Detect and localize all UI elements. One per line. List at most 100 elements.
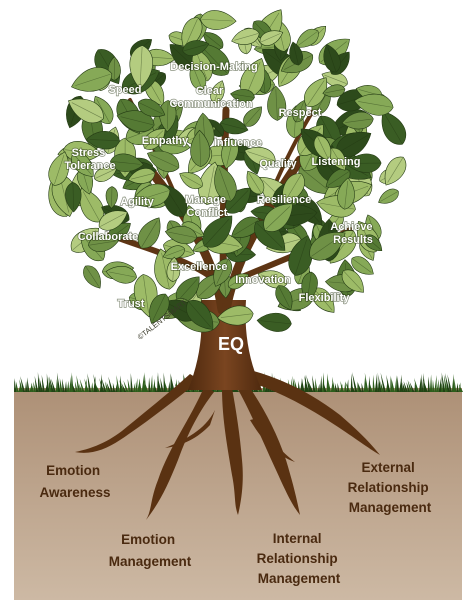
grass-blade (308, 380, 314, 392)
root-label-external-line2: Relationship (348, 480, 429, 495)
leaf (83, 265, 101, 289)
grass-blade (364, 372, 369, 392)
grass-blade (157, 375, 162, 392)
grass-blade (160, 377, 164, 392)
grass-blade (406, 381, 411, 392)
grass-blade (130, 373, 133, 392)
grass-blade (312, 375, 316, 392)
root-label-internal-relationship-management: Internal Relationship Management (257, 531, 342, 586)
leaf (149, 293, 170, 324)
leaf (341, 111, 374, 130)
grass-blade (20, 376, 26, 392)
grass-blade (55, 379, 59, 392)
leaf (214, 164, 237, 202)
leaf (288, 235, 313, 276)
leaf (48, 151, 69, 186)
grass-blade (135, 378, 138, 392)
grass-blade (317, 383, 320, 392)
leaf (143, 128, 166, 150)
grass-blade (29, 383, 33, 392)
leaf (289, 41, 303, 66)
grass-blade (451, 373, 455, 392)
grass-blade (374, 372, 378, 392)
grass-blade (25, 381, 28, 392)
grass-blade (64, 381, 67, 392)
grass-blade (87, 373, 92, 392)
root-label-external-line1: External (361, 460, 414, 475)
grass-blade (121, 383, 127, 392)
root-label-internal-line2: Relationship (257, 551, 338, 566)
leaf (282, 173, 305, 205)
grass-blade (438, 375, 442, 392)
leaf (323, 44, 341, 73)
grass-blade (369, 382, 373, 392)
grass-blade (106, 382, 111, 392)
branch-label-achieve-results: Achieve Results (330, 221, 375, 246)
grass-blade (152, 378, 155, 392)
grass-blade (14, 378, 17, 392)
leaf (322, 84, 346, 98)
grass-blade (407, 379, 413, 392)
leaf (105, 266, 137, 284)
grass-blade (56, 372, 61, 392)
grass-blade (94, 383, 100, 392)
grass-blade (344, 381, 347, 392)
grass-blade (390, 375, 393, 392)
leaf (88, 234, 120, 252)
grass-blade (301, 378, 305, 392)
branch-label-manage-conflict-line1: Manage (185, 194, 226, 206)
leaf (384, 156, 407, 186)
leaf (259, 30, 284, 46)
leaf (221, 138, 239, 170)
grass-blade (332, 376, 336, 392)
grass-blade (454, 378, 457, 392)
leaf (190, 129, 211, 168)
leaf (186, 299, 214, 330)
grass-blade (59, 378, 63, 392)
grass-blade (315, 378, 318, 392)
grass-blade (72, 383, 76, 392)
grass-blade (37, 372, 41, 392)
grass-blade (380, 372, 386, 392)
grass-blade (154, 383, 158, 392)
leaf (345, 153, 382, 173)
grass-blade (386, 374, 391, 392)
branch-label-manage-conflict: Manage Conflict (185, 194, 229, 219)
tree-canopy (48, 9, 407, 333)
grass-blade (352, 372, 358, 392)
grass-blade (326, 373, 329, 392)
grass-blade (304, 375, 309, 392)
grass-blade (402, 382, 406, 392)
leaf (147, 150, 180, 173)
leaf (354, 93, 394, 116)
leaf (256, 312, 292, 332)
grass-blade (127, 378, 131, 392)
leaf (110, 153, 144, 172)
leaf (225, 187, 251, 214)
branch-label-achieve-results-line1: Achieve (330, 221, 372, 233)
root-label-emotion-awareness-line1: Emotion (46, 463, 100, 478)
leaf (216, 305, 254, 326)
branch-labels: Speed Decision-Making Clear Communicatio… (64, 60, 375, 310)
branch-label-resilience: Resilience (257, 194, 311, 206)
grass-blade (46, 373, 50, 392)
branch-label-stress-tolerance-line1: Stress (72, 147, 106, 159)
leaf (257, 270, 288, 289)
grass-blade (363, 377, 367, 392)
grass-blade (27, 377, 30, 392)
leaf (164, 226, 198, 245)
root-label-internal-line1: Internal (273, 531, 322, 546)
leaf (213, 258, 233, 287)
leaf (244, 147, 276, 166)
grass-blade (327, 379, 331, 392)
grass-blade (337, 382, 340, 392)
grass-blade (119, 379, 125, 392)
grass-blade (361, 382, 364, 392)
branch-label-clear-communication: Clear Communication (169, 85, 252, 110)
branch-label-manage-conflict-line2: Conflict (187, 207, 228, 219)
branch-label-speed: Speed (108, 84, 141, 96)
grass-blade (357, 382, 362, 392)
leaf (105, 186, 118, 209)
grass-blade (31, 382, 34, 392)
grass-blade (108, 376, 114, 392)
